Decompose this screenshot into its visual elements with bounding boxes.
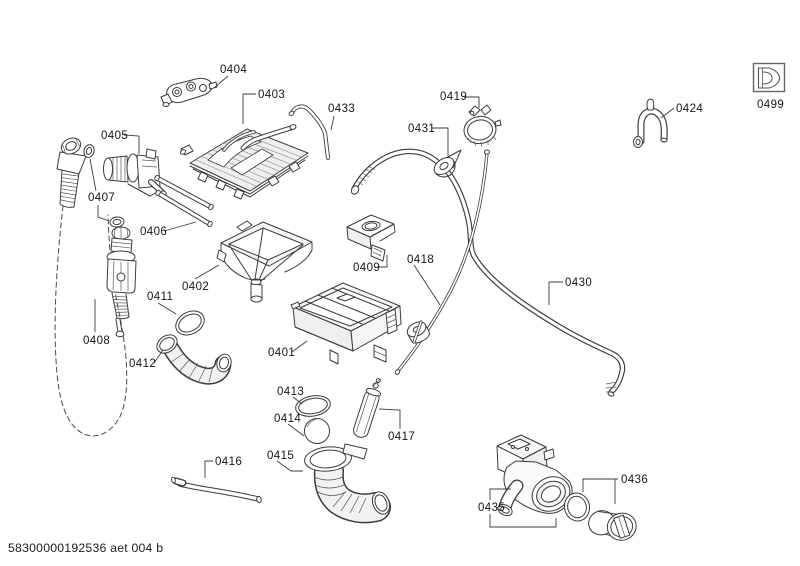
part-label-0415: 0415 [267, 450, 294, 462]
part-label-0408: 0408 [83, 335, 110, 347]
part-label-0418: 0418 [407, 254, 434, 266]
part-0430-drain-hose [350, 148, 626, 397]
part-0413-gasket [295, 395, 331, 417]
part-0407-seals [83, 144, 125, 228]
part-label-0407: 0407 [88, 192, 115, 204]
part-label-0417: 0417 [388, 431, 415, 443]
part-0409-siphon [346, 214, 396, 262]
part-label-0433: 0433 [328, 103, 355, 115]
part-label-0435: 0435 [478, 502, 505, 514]
part-0499-appliance-icon [752, 62, 786, 93]
part-label-0403: 0403 [258, 89, 285, 101]
part-label-0409: 0409 [353, 262, 380, 274]
part-0416-hose [171, 476, 262, 504]
part-label-0401: 0401 [268, 347, 295, 359]
leader-lines [89, 75, 675, 528]
part-0401-detergent-drawer [290, 282, 402, 365]
document-code: 58300000192536 aet 004 b [8, 541, 163, 555]
part-label-0414: 0414 [274, 413, 301, 425]
part-0417-cylinder [353, 378, 382, 438]
part-0418-rod [394, 149, 491, 375]
part-0436-seal-and-cap [563, 492, 637, 541]
hose-holder-grommet [433, 149, 462, 178]
part-label-0404: 0404 [220, 64, 247, 76]
part-0405-inlet-valve [103, 148, 167, 197]
part-label-0419: 0419 [440, 91, 467, 103]
part-0419-hose-clamp [463, 104, 502, 148]
part-label-0416: 0416 [215, 456, 242, 468]
part-label-0406: 0406 [140, 226, 167, 238]
part-0403-dispenser-top [179, 124, 309, 200]
part-label-0405: 0405 [101, 130, 128, 142]
part-label-0424: 0424 [676, 103, 703, 115]
part-0415-sump-hose [304, 443, 391, 524]
part-0411-seal-ring [175, 310, 205, 336]
part-label-0412: 0412 [129, 358, 156, 370]
part-0404-distributor [160, 77, 218, 107]
part-0402-dispenser-housing [216, 220, 313, 303]
part-label-0402: 0402 [182, 281, 209, 293]
part-label-0413: 0413 [277, 386, 304, 398]
part-0408-inlet-hose [54, 137, 137, 437]
part-label-0431: 0431 [408, 123, 435, 135]
part-label-0411: 0411 [147, 291, 173, 303]
part-0412-corrugated-connector [156, 334, 232, 385]
part-0414-ball [304, 418, 330, 444]
part-0433-tube [288, 104, 331, 161]
part-label-0436: 0436 [621, 474, 648, 486]
part-0406-tubes [154, 174, 214, 228]
part-0435-drain-pump [496, 434, 573, 517]
part-0424-holder [633, 98, 668, 148]
part-label-0499: 0499 [757, 99, 784, 111]
part-label-0430: 0430 [565, 277, 592, 289]
